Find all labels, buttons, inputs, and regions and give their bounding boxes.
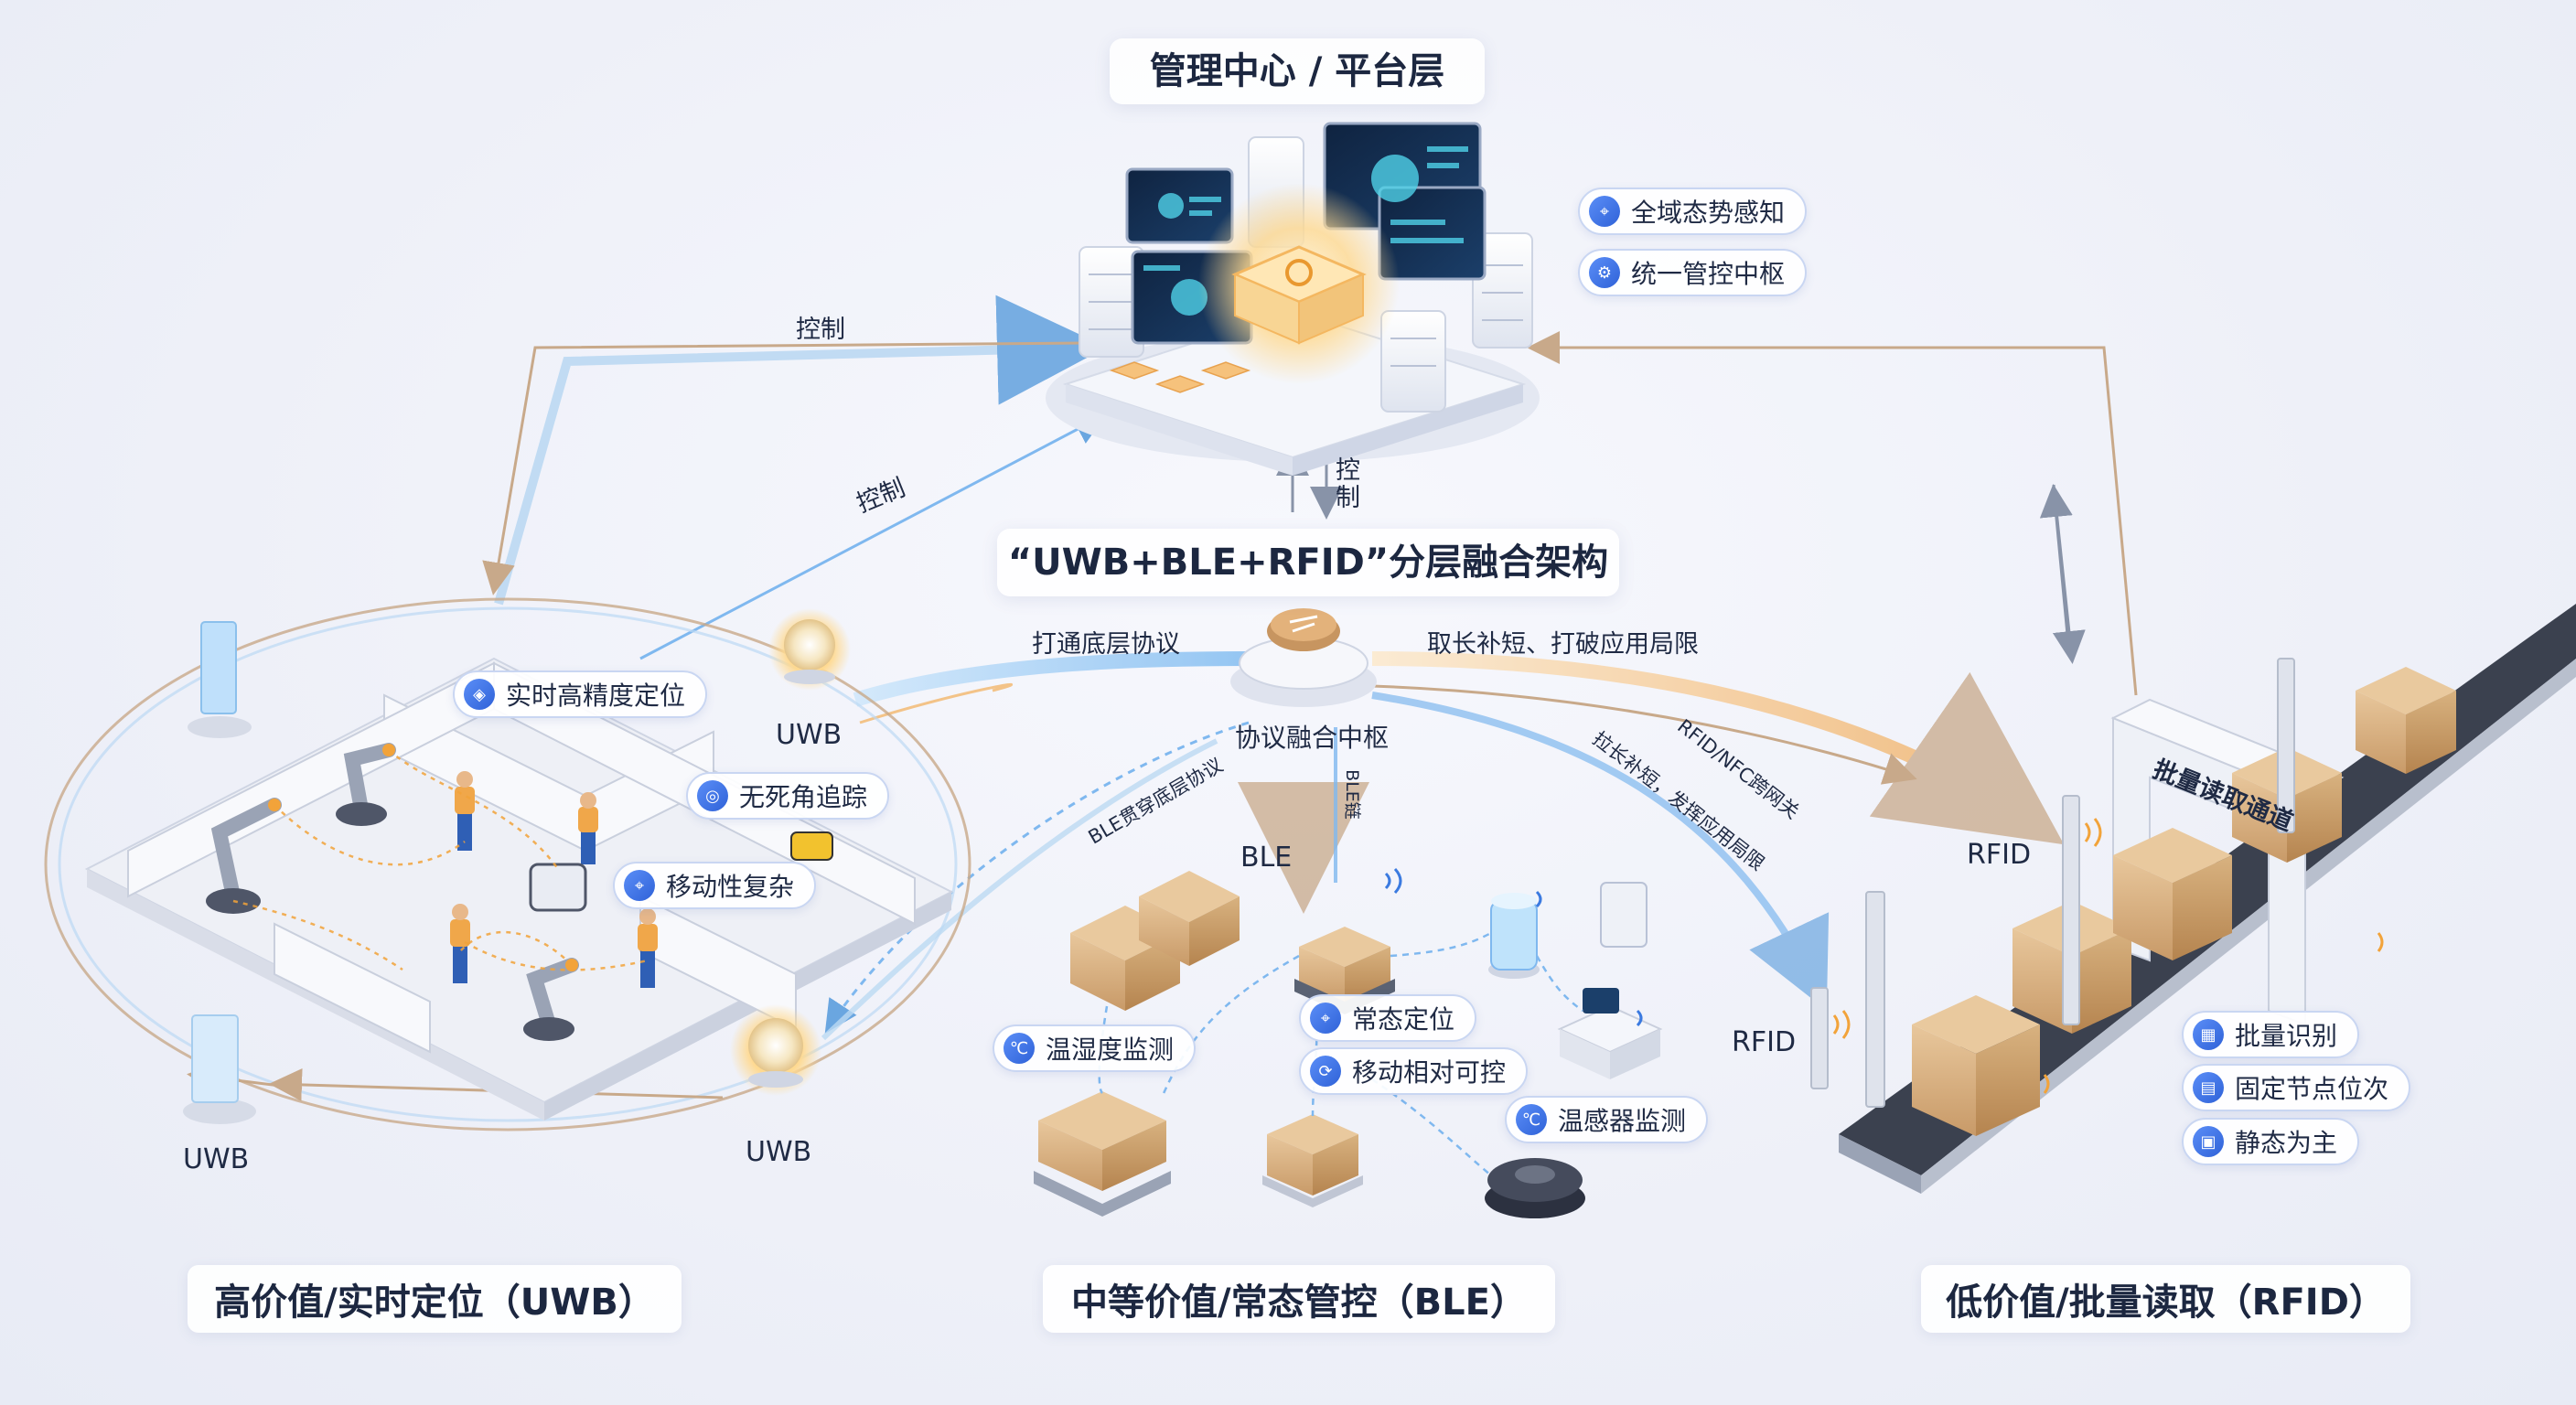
label-ble: BLE xyxy=(1240,842,1293,874)
pill-mostly-static-label: 静态为主 xyxy=(2235,1128,2338,1158)
pill-fixed-node-label: 固定节点位次 xyxy=(2235,1074,2389,1104)
location-pin-icon: ⌖ xyxy=(624,870,655,901)
rfid-area xyxy=(1810,604,2576,1194)
fusion-architecture-title: “UWB+BLE+RFID”分层融合架构 xyxy=(997,529,1619,596)
pill-unified-control: ⚙ 统一管控中枢 xyxy=(1578,249,1808,296)
pill-normal-positioning: ⌖ 常态定位 xyxy=(1299,994,1477,1042)
ble-beacon-cylinder xyxy=(1488,893,1540,979)
pill-controllable-mobility-label: 移动相对可控 xyxy=(1352,1057,1507,1088)
label-uwb-left: UWB xyxy=(183,1143,250,1175)
thermometer-icon: ℃ xyxy=(1516,1104,1547,1135)
uwb-anchor-top xyxy=(768,608,851,691)
ble-area xyxy=(1034,871,1663,1218)
pill-realtime-positioning-label: 实时高精度定位 xyxy=(506,681,686,711)
box-stack-1 xyxy=(1070,871,1240,1011)
pill-temp-sensor-label: 温感器监测 xyxy=(1558,1106,1687,1136)
uwb-control-diag-line xyxy=(639,413,1108,660)
pill-fixed-node: ▤ 固定节点位次 xyxy=(2182,1064,2411,1111)
pill-no-blind-spot-label: 无死角追踪 xyxy=(739,782,868,812)
uwb-orbit xyxy=(44,597,971,1132)
grid-icon: ▤ xyxy=(2193,1072,2224,1103)
label-rfid-top: RFID xyxy=(1967,839,2032,871)
label-control-top: 控制 xyxy=(796,316,845,344)
ble-uwb-dashed xyxy=(824,721,1250,1035)
pill-complex-mobility: ⌖ 移动性复杂 xyxy=(613,862,817,909)
barcode-icon: ▦ xyxy=(2193,1019,2224,1050)
platform-center xyxy=(1046,122,1540,476)
pill-complex-mobility-label: 移动性复杂 xyxy=(666,872,795,902)
box-stack-2 xyxy=(1034,1091,1171,1217)
pill-batch-recognition: ▦ 批量识别 xyxy=(2182,1011,2360,1058)
pill-unified-control-label: 统一管控中枢 xyxy=(1631,259,1786,289)
pill-realtime-positioning: ◈ 实时高精度定位 xyxy=(453,670,708,718)
uwb-anchor-left-bottom xyxy=(183,1014,256,1124)
sensor-robot xyxy=(1485,1158,1585,1218)
shield-icon: ◈ xyxy=(464,679,495,710)
pill-controllable-mobility: ⟳ 移动相对可控 xyxy=(1299,1047,1529,1095)
label-uwb-top: UWB xyxy=(776,719,843,751)
cart-2 xyxy=(1262,1114,1363,1207)
hub-uwb-flow xyxy=(853,651,1250,707)
rfid-up-line xyxy=(2039,484,2073,655)
label-protocol-link: 打通底层协议 xyxy=(1032,630,1180,659)
uwb-anchor-bottom xyxy=(730,1004,821,1096)
uwb-to-platform-line xyxy=(494,295,1107,606)
category-rfid: 低价值/批量读取（RFID） xyxy=(1921,1265,2410,1333)
pill-humidity-monitor: ℃ 温湿度监测 xyxy=(993,1024,1197,1072)
label-hub: 协议融合中枢 xyxy=(1235,723,1390,753)
label-ble-link: BLE链 xyxy=(1341,769,1362,820)
category-uwb: 高价值/实时定位（UWB） xyxy=(188,1265,682,1333)
rfid-boxes xyxy=(1912,667,2456,1136)
pill-mostly-static: ▣ 静态为主 xyxy=(2182,1118,2360,1165)
uwb-anchor-left-top xyxy=(188,621,252,738)
fusion-hub-device xyxy=(1230,608,1377,707)
rfid-to-platform-line xyxy=(1527,331,2138,696)
tracking-icon: ◎ xyxy=(697,780,728,811)
platform-to-uwb-line xyxy=(482,341,1085,595)
platform-title: 管理中心 / 平台层 xyxy=(1110,38,1485,104)
pill-normal-positioning-label: 常态定位 xyxy=(1352,1004,1455,1035)
hub-rfid-flow xyxy=(1371,651,2065,845)
label-rfid-left: RFID xyxy=(1732,1026,1797,1058)
category-ble: 中等价值/常态管控（BLE） xyxy=(1043,1265,1555,1333)
pill-global-awareness-label: 全域态势感知 xyxy=(1631,198,1786,228)
pill-temp-sensor: ℃ 温感器监测 xyxy=(1505,1096,1709,1143)
label-complement: 取长补短、打破应用局限 xyxy=(1427,630,1699,659)
location-pin-icon: ⌖ xyxy=(1310,1003,1341,1034)
ble-gateway xyxy=(1557,988,1663,1079)
uwb-warehouse xyxy=(84,608,954,1124)
label-uwb-bottom: UWB xyxy=(746,1136,812,1168)
location-pin-icon: ⌖ xyxy=(1589,196,1620,227)
gear-icon: ⚙ xyxy=(1589,257,1620,288)
label-control-vertical: 控 制 xyxy=(1336,456,1360,512)
pill-global-awareness: ⌖ 全域态势感知 xyxy=(1578,188,1808,235)
cycle-icon: ⟳ xyxy=(1310,1056,1341,1087)
pill-batch-recognition-label: 批量识别 xyxy=(2235,1021,2338,1051)
pill-no-blind-spot: ◎ 无死角追踪 xyxy=(686,772,890,820)
static-icon: ▣ xyxy=(2193,1126,2224,1157)
thermometer-icon: ℃ xyxy=(1004,1033,1035,1064)
pill-humidity-monitor-label: 温湿度监测 xyxy=(1046,1035,1175,1065)
